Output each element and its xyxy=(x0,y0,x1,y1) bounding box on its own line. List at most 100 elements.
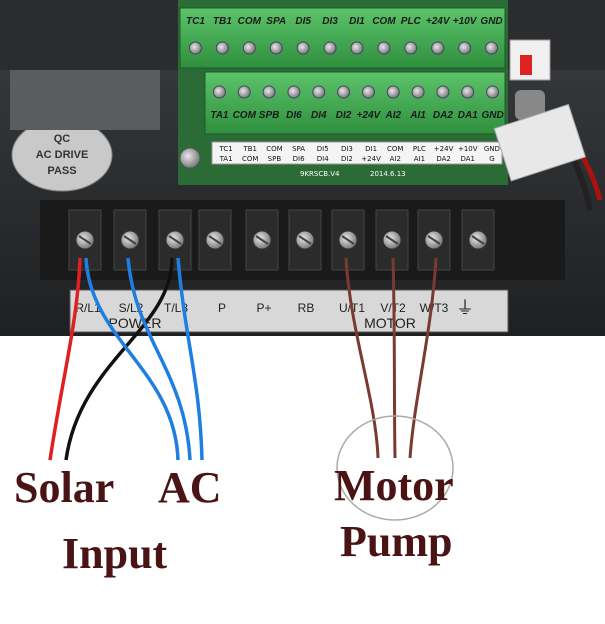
terminal-screw[interactable] xyxy=(386,85,400,99)
qc-text-1: QC xyxy=(54,133,71,145)
screw-slot xyxy=(471,235,485,245)
terminal-screw[interactable] xyxy=(237,85,251,99)
screw-slot xyxy=(341,235,355,245)
screw-slot xyxy=(385,235,399,245)
second-row-label: DA1 xyxy=(458,110,478,121)
motor-brown-wire-3 xyxy=(408,257,438,459)
terminal-screw[interactable] xyxy=(323,41,337,55)
top-row-label: DI3 xyxy=(322,16,338,27)
terminal-screw[interactable] xyxy=(287,85,301,99)
second-row-label: GND xyxy=(481,110,503,121)
terminal-screw[interactable] xyxy=(411,85,425,99)
top-row-label: TC1 xyxy=(186,16,205,27)
sticker-label: +24V xyxy=(361,155,381,163)
screw-slot xyxy=(78,235,92,245)
sticker-label: COM xyxy=(242,155,258,163)
pcb-screw xyxy=(179,147,201,169)
terminal-screw[interactable] xyxy=(458,41,472,55)
terminal-screw[interactable] xyxy=(436,85,450,99)
top-row-label: COM xyxy=(238,16,262,27)
paper-tag xyxy=(493,103,587,182)
solar-black-wire xyxy=(64,257,174,461)
screw-slot xyxy=(255,235,269,245)
terminal-screw[interactable] xyxy=(404,41,418,55)
sticker-label: AI1 xyxy=(414,155,425,163)
sticker-label: DI3 xyxy=(341,145,353,153)
board-version: 9KRSCB.V4 xyxy=(300,170,340,178)
second-terminal-block xyxy=(204,71,506,135)
second-row-label: DI6 xyxy=(286,110,302,121)
second-row-label: TA1 xyxy=(210,110,229,121)
second-row-label: DI4 xyxy=(311,110,327,121)
sticker-label: TC1 xyxy=(218,145,232,153)
top-row-label: +10V xyxy=(453,16,478,27)
sticker-label: TA1 xyxy=(219,155,233,163)
sticker-label: AI2 xyxy=(390,155,401,163)
qc-sticker: QC AC DRIVE PASS xyxy=(11,118,113,192)
terminal-screw[interactable] xyxy=(377,41,391,55)
terminal-screw[interactable] xyxy=(361,85,375,99)
sticker-label: +10V xyxy=(458,145,478,153)
ac-blue-wire-2 xyxy=(126,257,192,461)
power-terminal-label: P xyxy=(218,301,226,315)
second-row-label: AI1 xyxy=(409,110,426,121)
terminal-screw[interactable] xyxy=(212,85,226,99)
terminal-screw[interactable] xyxy=(486,85,500,99)
terminal-screw[interactable] xyxy=(312,85,326,99)
label-solar: Solar xyxy=(14,463,114,512)
wires xyxy=(48,257,438,461)
group-motor-label: MOTOR xyxy=(364,315,416,331)
terminal-screw[interactable] xyxy=(262,85,276,99)
top-row-label: COM xyxy=(372,16,396,27)
sticker-label: SPB xyxy=(268,155,282,163)
terminal-screw[interactable] xyxy=(431,41,445,55)
screw-slot xyxy=(427,235,441,245)
sticker-label: PLC xyxy=(413,145,426,153)
second-row-label: SPB xyxy=(259,110,280,121)
housing-block xyxy=(10,70,160,130)
second-row-label: AI2 xyxy=(384,110,401,121)
terminal-screw[interactable] xyxy=(188,41,202,55)
top-row-label: PLC xyxy=(401,16,422,27)
screw-slot xyxy=(123,235,137,245)
terminal-screw[interactable] xyxy=(215,41,229,55)
label-pump: Pump xyxy=(340,517,452,566)
power-terminal-label: RB xyxy=(298,301,315,315)
second-row-label: DA2 xyxy=(433,110,453,121)
sticker-label: DI2 xyxy=(341,155,353,163)
solar-red-wire xyxy=(48,257,82,461)
terminal-screw[interactable] xyxy=(350,41,364,55)
sticker-label: COM xyxy=(266,145,282,153)
top-row-label: GND xyxy=(480,16,502,27)
sticker-label: G xyxy=(489,155,494,163)
terminal-screw[interactable] xyxy=(485,41,499,55)
power-terminal-label: R/L1 xyxy=(75,301,101,315)
ac-blue-wire-1 xyxy=(84,257,180,461)
label-motor: Motor xyxy=(334,461,454,510)
terminal-screw[interactable] xyxy=(337,85,351,99)
motor-circle xyxy=(336,415,454,521)
terminal-screw[interactable] xyxy=(242,41,256,55)
sticker-label: DI5 xyxy=(317,145,329,153)
terminal-screw[interactable] xyxy=(296,41,310,55)
terminal-cell xyxy=(158,209,192,271)
sticker-label: DI1 xyxy=(365,145,377,153)
connector-red xyxy=(520,55,532,75)
sticker-label: +24V xyxy=(434,145,454,153)
sticker-label: DI4 xyxy=(317,155,329,163)
motor-brown-wire-1 xyxy=(344,257,380,459)
screw-slot xyxy=(168,235,182,245)
terminal-screw[interactable] xyxy=(269,41,283,55)
second-row-label: COM xyxy=(233,110,257,121)
sticker-label: DA2 xyxy=(436,155,451,163)
second-row-screws xyxy=(212,85,500,99)
terminal-screw[interactable] xyxy=(461,85,475,99)
top-row-label: DI5 xyxy=(295,16,311,27)
